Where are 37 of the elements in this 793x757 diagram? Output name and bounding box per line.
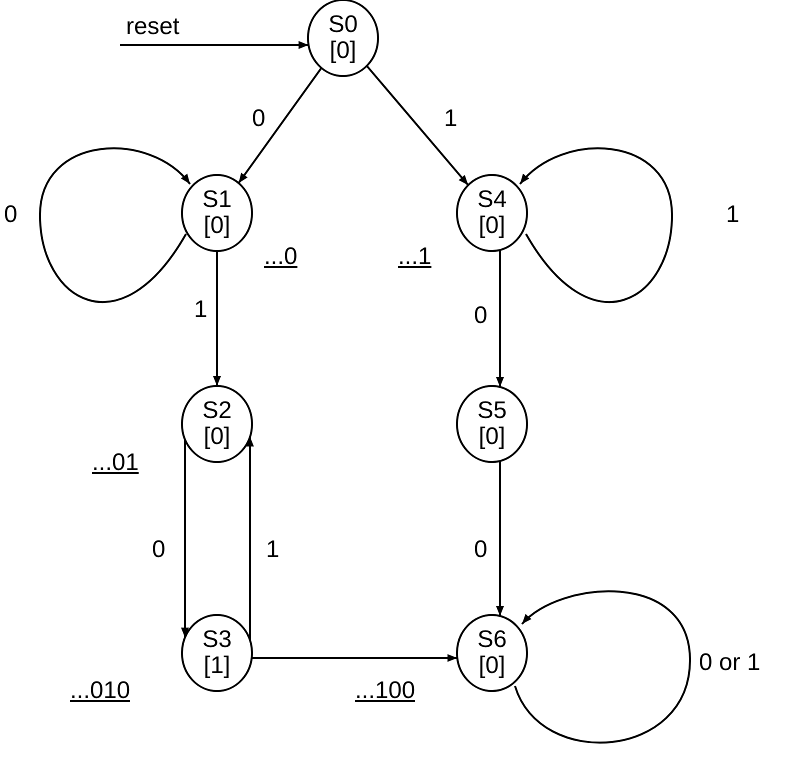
state-circle [181, 385, 253, 463]
state-circle [456, 385, 528, 463]
arrow [496, 250, 504, 387]
state-name: S0 [327, 12, 359, 38]
state-name: S5 [476, 398, 508, 424]
arrow [252, 654, 458, 662]
state-circle [181, 614, 253, 692]
sequence-note: ...0 [264, 244, 298, 270]
state-name: S4 [476, 187, 508, 213]
state-circle [456, 614, 528, 692]
state-output: [0] [478, 213, 506, 239]
state-name: S2 [201, 398, 233, 424]
arrow [213, 251, 221, 386]
state-name: S3 [201, 627, 233, 653]
state-circle [181, 174, 253, 252]
arrow [246, 436, 254, 640]
arrow [181, 439, 189, 638]
sequence-note: ...1 [398, 244, 432, 270]
state-output: [0] [478, 424, 506, 450]
arrow [496, 461, 504, 616]
state-output: [1] [202, 653, 232, 679]
state-name: S1 [201, 187, 233, 213]
arrow [514, 590, 691, 744]
state-output: [0] [478, 653, 506, 679]
arrow [238, 67, 322, 184]
arrow [120, 41, 309, 49]
arrow [366, 65, 469, 186]
state-name: S6 [476, 627, 508, 653]
state-output: [0] [328, 38, 358, 64]
arrow [519, 147, 673, 303]
sequence-note: ...01 [92, 450, 139, 476]
state-output: [0] [202, 424, 232, 450]
state-output: [0] [202, 213, 232, 239]
arrow [39, 147, 191, 303]
state-circle [456, 174, 528, 252]
sequence-note: ...100 [355, 678, 416, 704]
sequence-note: ...010 [70, 678, 130, 704]
